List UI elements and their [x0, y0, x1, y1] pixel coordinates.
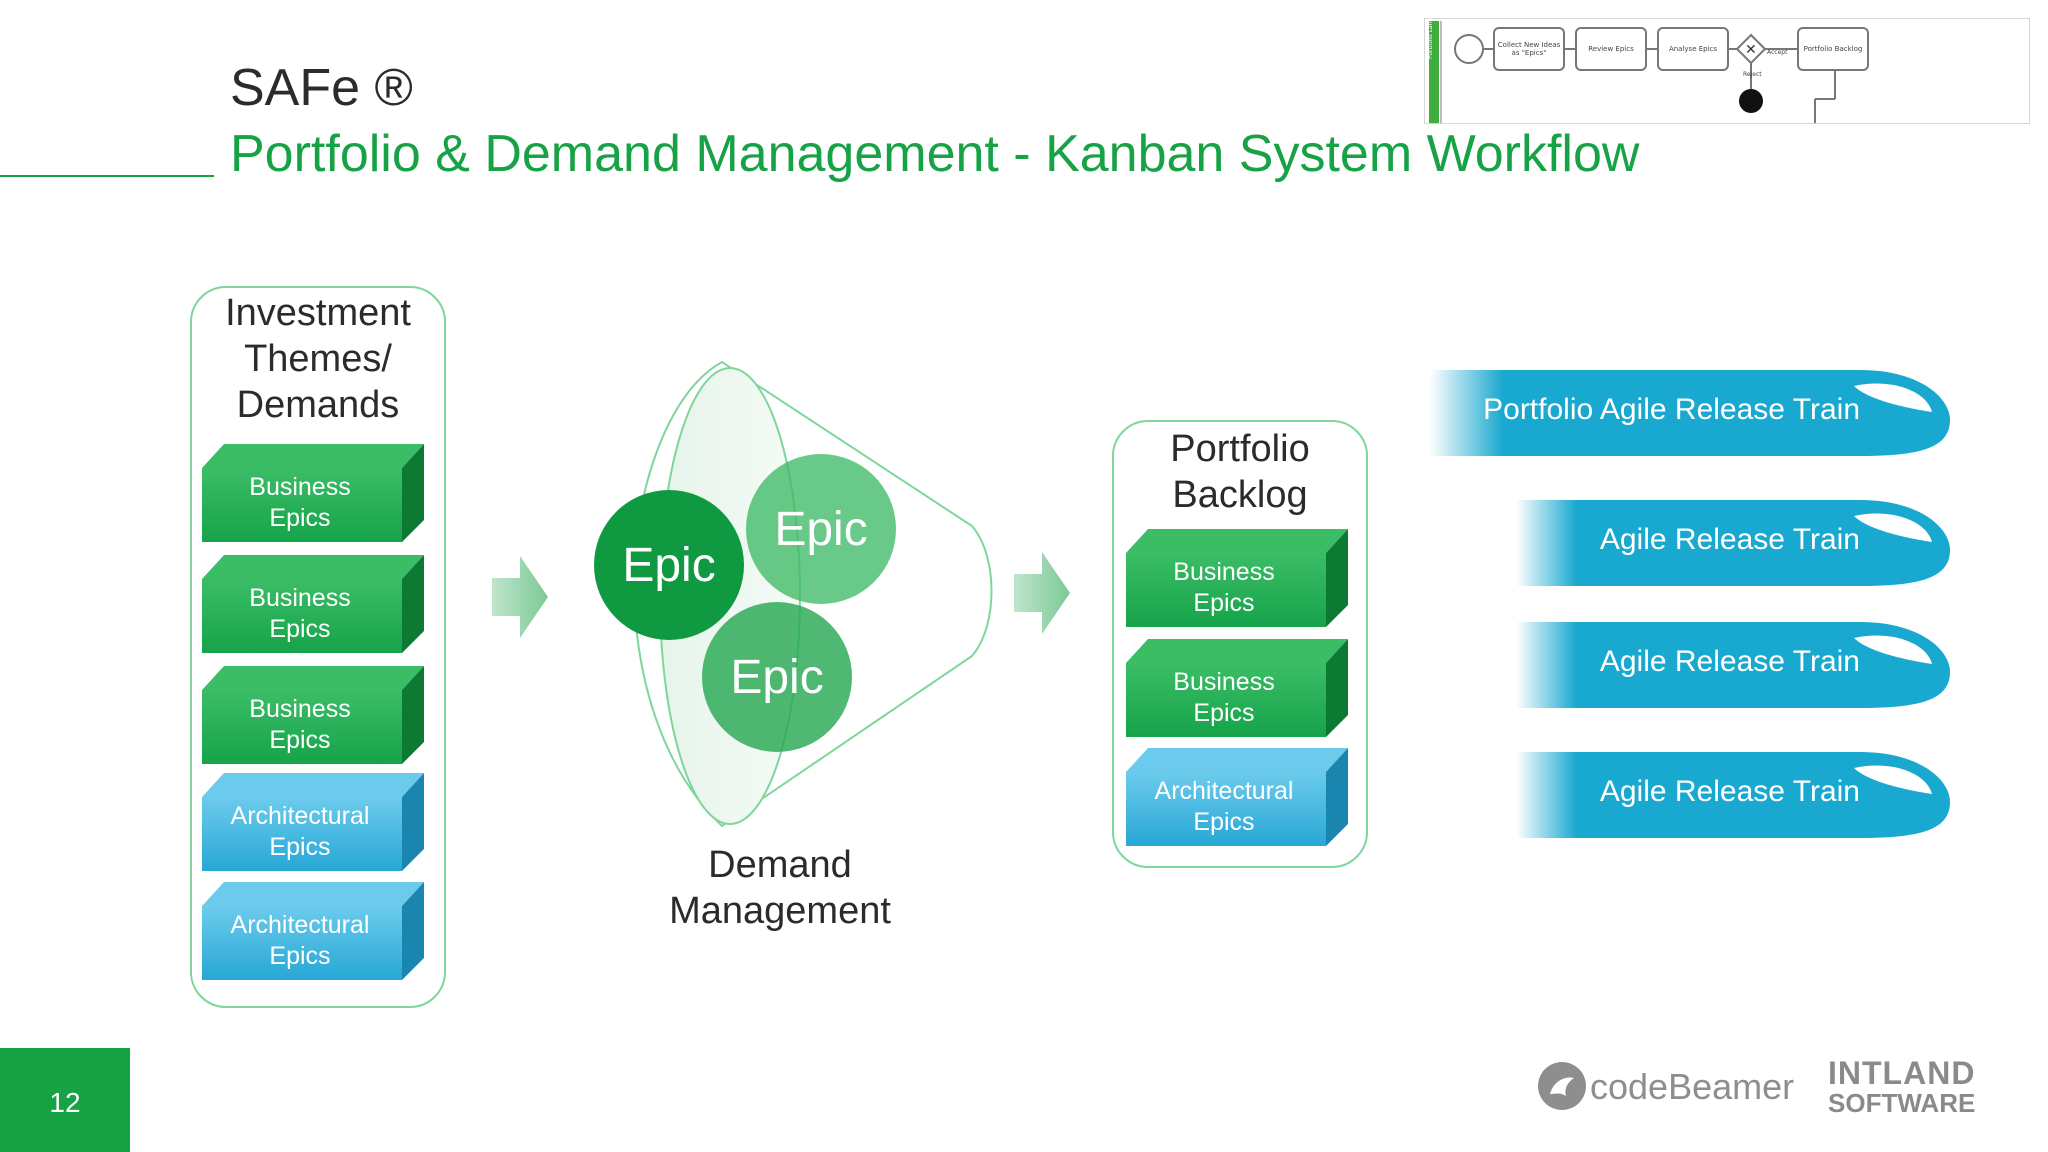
block-label: Business Epics	[1173, 668, 1275, 727]
business-epic-block: Business Epics	[1126, 639, 1351, 739]
epic-circle: Epic	[702, 602, 852, 752]
workflow-thumbnail-step: Review Epics	[1575, 27, 1647, 71]
business-epic-block: Business Epics	[202, 444, 427, 544]
title-rule	[0, 175, 214, 177]
page-number-box	[0, 1048, 130, 1152]
svg-text:✕: ✕	[1745, 42, 1757, 58]
release-train-label: Agile Release Train	[1599, 523, 1860, 556]
release-train-label: Agile Release Train	[1599, 775, 1860, 808]
slide-subtitle: Portfolio & Demand Management - Kanban S…	[230, 125, 1640, 183]
block-label: Business Epics	[249, 473, 351, 532]
block-label: Architectural Epics	[230, 911, 370, 970]
release-train: Portfolio Agile Release Train	[1430, 368, 1950, 458]
software-logo-text: SOFTWARE	[1828, 1088, 1976, 1118]
flow-arrow-icon	[1014, 552, 1070, 634]
codebeamer-logo-icon	[1538, 1062, 1586, 1110]
block-label: Business Epics	[1173, 558, 1275, 617]
workflow-thumbnail-step: Portfolio Backlog	[1797, 27, 1869, 71]
release-train: Agile Release Train	[1516, 498, 1950, 588]
workflow-thumbnail-graphic: ✕	[1429, 21, 1836, 123]
release-train: Agile Release Train	[1516, 750, 1950, 840]
release-train-label: Agile Release Train	[1599, 645, 1860, 678]
block-label: Architectural Epics	[230, 802, 370, 861]
business-epic-block: Business Epics	[1126, 529, 1351, 629]
portfolio-backlog-heading: Portfolio Backlog	[1170, 428, 1310, 516]
workflow-thumbnail-reject-label: Reject	[1743, 71, 1762, 78]
demand-management-label: Demand Management	[669, 844, 891, 932]
intland-logo-text: INTLAND	[1828, 1055, 1976, 1091]
block-label: Architectural Epics	[1154, 777, 1294, 836]
architectural-epic-block: Architectural Epics	[1126, 748, 1351, 848]
workflow-thumbnail-step: Analyse Epics	[1657, 27, 1729, 71]
page-number: 12	[49, 1087, 81, 1118]
workflow-thumbnail-lane-label: Portfolio Lane	[1427, 17, 1434, 59]
business-epic-block: Business Epics	[202, 555, 427, 655]
workflow-thumbnail-accept-label: Accept	[1767, 49, 1788, 56]
workflow-thumbnail: ✕ Portfolio Lane Collect New Ideas as "E…	[1424, 18, 2030, 124]
business-epic-block: Business Epics	[202, 666, 427, 766]
architectural-epic-block: Architectural Epics	[202, 773, 427, 873]
release-train-label: Portfolio Agile Release Train	[1483, 393, 1860, 426]
block-label: Business Epics	[249, 584, 351, 643]
architectural-epic-block: Architectural Epics	[202, 882, 427, 982]
slide-title: SAFe ®	[230, 59, 413, 117]
epic-circle: Epic	[594, 490, 744, 640]
flow-arrow-icon	[492, 556, 548, 638]
workflow-thumbnail-step: Collect New Ideas as "Epics"	[1493, 27, 1565, 71]
investment-themes-heading: Investment Themes/ Demands	[225, 292, 411, 426]
release-train: Agile Release Train	[1516, 620, 1950, 710]
epic-circle: Epic	[746, 454, 896, 604]
block-label: Business Epics	[249, 695, 351, 754]
codebeamer-logo-text: codeBeamer	[1590, 1066, 1795, 1107]
